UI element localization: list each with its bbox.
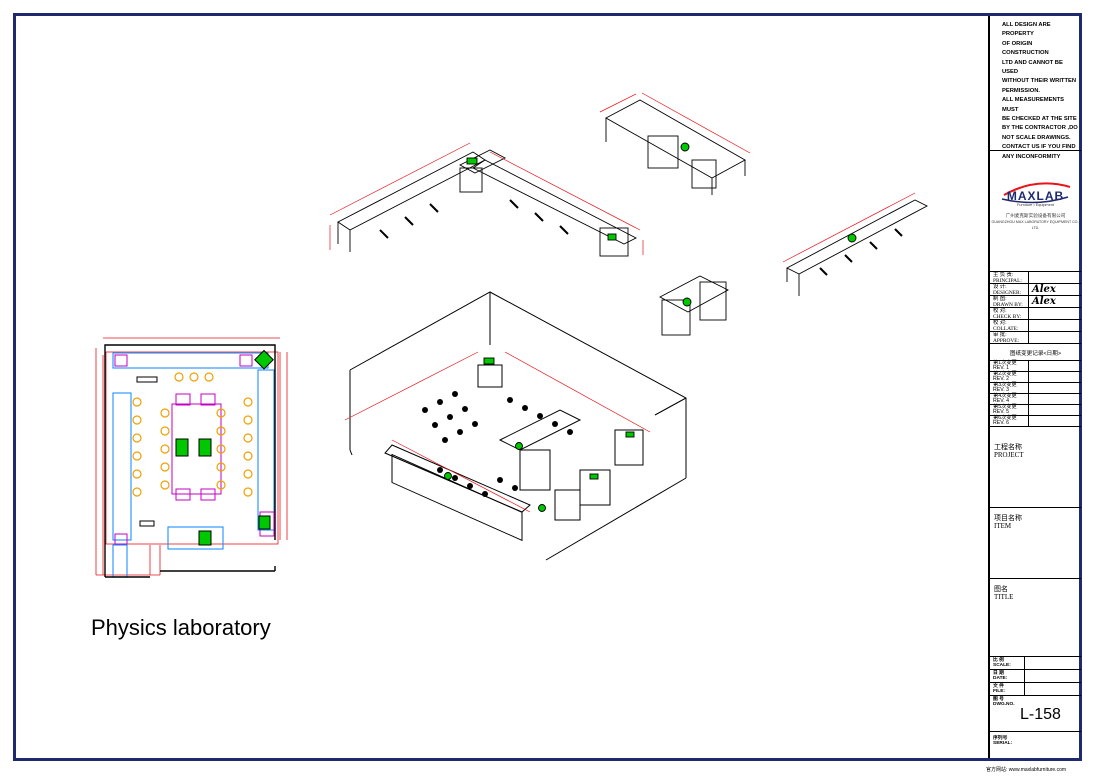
file-label-en: FILE: bbox=[993, 689, 1005, 694]
role-label-cn: 审 批: bbox=[993, 332, 1007, 338]
revision-header-label: 图纸变更记录<日期> bbox=[1009, 351, 1062, 357]
role-label-en: DRAWN BY: bbox=[993, 301, 1023, 308]
title-block: ALL DESIGN ARE PROPERTY OF ORIGIN CONSTRU… bbox=[988, 16, 1081, 758]
logo-word: MAXLAB bbox=[1006, 189, 1065, 203]
drawing-number: L-158 bbox=[1020, 706, 1061, 723]
date-label-cn: 日 期 bbox=[993, 671, 1004, 676]
role-row: 主 负 责:PRINCIPAL: bbox=[990, 272, 1081, 284]
note-line: WITHOUT THEIR WRITTEN bbox=[1002, 78, 1077, 85]
role-row: 审 批:APPROVE: bbox=[990, 332, 1081, 344]
dwg-label-en: DWG.NO. bbox=[993, 702, 1015, 707]
drawing-title: Physics laboratory bbox=[91, 615, 271, 640]
note-line: ALL MEASUREMENTS MUST bbox=[1002, 97, 1065, 113]
role-label-cn: 设 计: bbox=[993, 284, 1007, 290]
serial-label-en: SERIAL: bbox=[993, 741, 1013, 746]
copyright-notes: ALL DESIGN ARE PROPERTY OF ORIGIN CONSTRU… bbox=[990, 16, 1081, 162]
note-line: BY THE CONTRACTOR ,DO bbox=[1002, 125, 1078, 132]
role-label-en: COLLATE: bbox=[993, 325, 1019, 332]
role-value: Alex bbox=[1032, 296, 1056, 307]
scale-label-en: SCALE: bbox=[993, 663, 1011, 668]
item-label-cn: 项目名称 bbox=[994, 514, 1022, 522]
role-label-cn: 校 对: bbox=[993, 308, 1007, 314]
revision-label-en: REV. 3 bbox=[993, 387, 1009, 394]
note-line: BE CHECKED AT THE SITE bbox=[1002, 116, 1077, 123]
revision-label-cn: 第6次变更 bbox=[993, 415, 1017, 421]
revision-label-cn: 第3次变更 bbox=[993, 382, 1017, 388]
role-label-cn: 制 图: bbox=[993, 296, 1007, 302]
role-label-cn: 校 对: bbox=[993, 320, 1007, 326]
serial-label-cn: 序列号 bbox=[993, 736, 1008, 741]
scale-label-cn: 比 例 bbox=[993, 658, 1004, 663]
notes-panel: ALL DESIGN ARE PROPERTY OF ORIGIN CONSTRU… bbox=[990, 16, 1081, 160]
dwg-label-cn: 图 号 bbox=[993, 697, 1004, 702]
note-line: ALL DESIGN ARE PROPERTY bbox=[1002, 22, 1051, 38]
logo-tagline: Furniture • Equipment bbox=[1017, 203, 1054, 207]
maxlab-logo-icon bbox=[1001, 182, 1070, 204]
floor-plan bbox=[95, 337, 288, 578]
title-label-cn: 图名 bbox=[994, 585, 1008, 593]
revision-label-cn: 第2次变更 bbox=[993, 371, 1017, 377]
role-label-en: APPROVE: bbox=[993, 337, 1020, 344]
date-label-en: DATE: bbox=[993, 676, 1008, 681]
revision-label-en: REV. 1 bbox=[993, 365, 1009, 372]
file-label-cn: 文 件 bbox=[993, 684, 1004, 689]
logo-panel: MAXLAB Furniture • Equipment 广州麦克斯实验设备有限… bbox=[990, 151, 1081, 272]
drawing-frame bbox=[13, 13, 1082, 761]
role-value: Alex bbox=[1032, 284, 1056, 295]
role-label-cn: 主 负 责: bbox=[993, 272, 1014, 278]
role-row: 制 图:DRAWN BY: Alex bbox=[990, 296, 1081, 308]
title-label-en: TITLE bbox=[994, 593, 1014, 601]
project-label-cn: 工程名称 bbox=[994, 443, 1022, 451]
note-line: NOT SCALE DRAWINGS. bbox=[1002, 134, 1071, 141]
item-label-en: ITEM bbox=[994, 522, 1012, 530]
company-name-cn: 广州麦克斯实验设备有限公司 bbox=[1005, 213, 1066, 218]
isometric-details bbox=[329, 92, 928, 561]
revision-label-en: REV. 2 bbox=[993, 376, 1009, 383]
company-name-en: GUANGZHOU MAX LABORATORY EQUIPMENT CO., … bbox=[991, 220, 1080, 230]
project-label-en: PROJECT bbox=[994, 451, 1024, 459]
footer-website: 官方网站: www.maxlabfurniture.com bbox=[986, 767, 1067, 773]
role-row: 校 对:CHECK BY: bbox=[990, 308, 1081, 320]
note-line: ANY INCONFORMITY bbox=[1002, 153, 1061, 160]
revision-label-en: REV. 6 bbox=[993, 420, 1009, 427]
drawing-area bbox=[95, 92, 928, 578]
revision-label-cn: 第1次变更 bbox=[993, 360, 1017, 366]
revision-label-cn: 第5次变更 bbox=[993, 404, 1017, 410]
role-row: 设 计:DESIGNER: Alex bbox=[990, 284, 1081, 296]
revision-label-cn: 第4次变更 bbox=[993, 393, 1017, 399]
note-line: PERMISSION. bbox=[1002, 87, 1041, 94]
note-line: OF ORIGIN CONSTRUCTION bbox=[1002, 40, 1049, 57]
role-label-en: DESIGNER: bbox=[993, 289, 1022, 296]
note-line: LTD AND CANNOT BE USED bbox=[1002, 59, 1063, 76]
revision-label-en: REV. 5 bbox=[993, 409, 1009, 416]
role-row: 校 对:COLLATE: bbox=[990, 320, 1081, 332]
revision-label-en: REV. 4 bbox=[993, 398, 1009, 405]
note-line: CONTACT US IF YOU FIND bbox=[1002, 144, 1076, 151]
role-label-en: PRINCIPAL: bbox=[993, 277, 1022, 284]
revision-header: 图纸变更记录<日期> bbox=[990, 346, 1081, 361]
role-label-en: CHECK BY: bbox=[993, 313, 1022, 320]
